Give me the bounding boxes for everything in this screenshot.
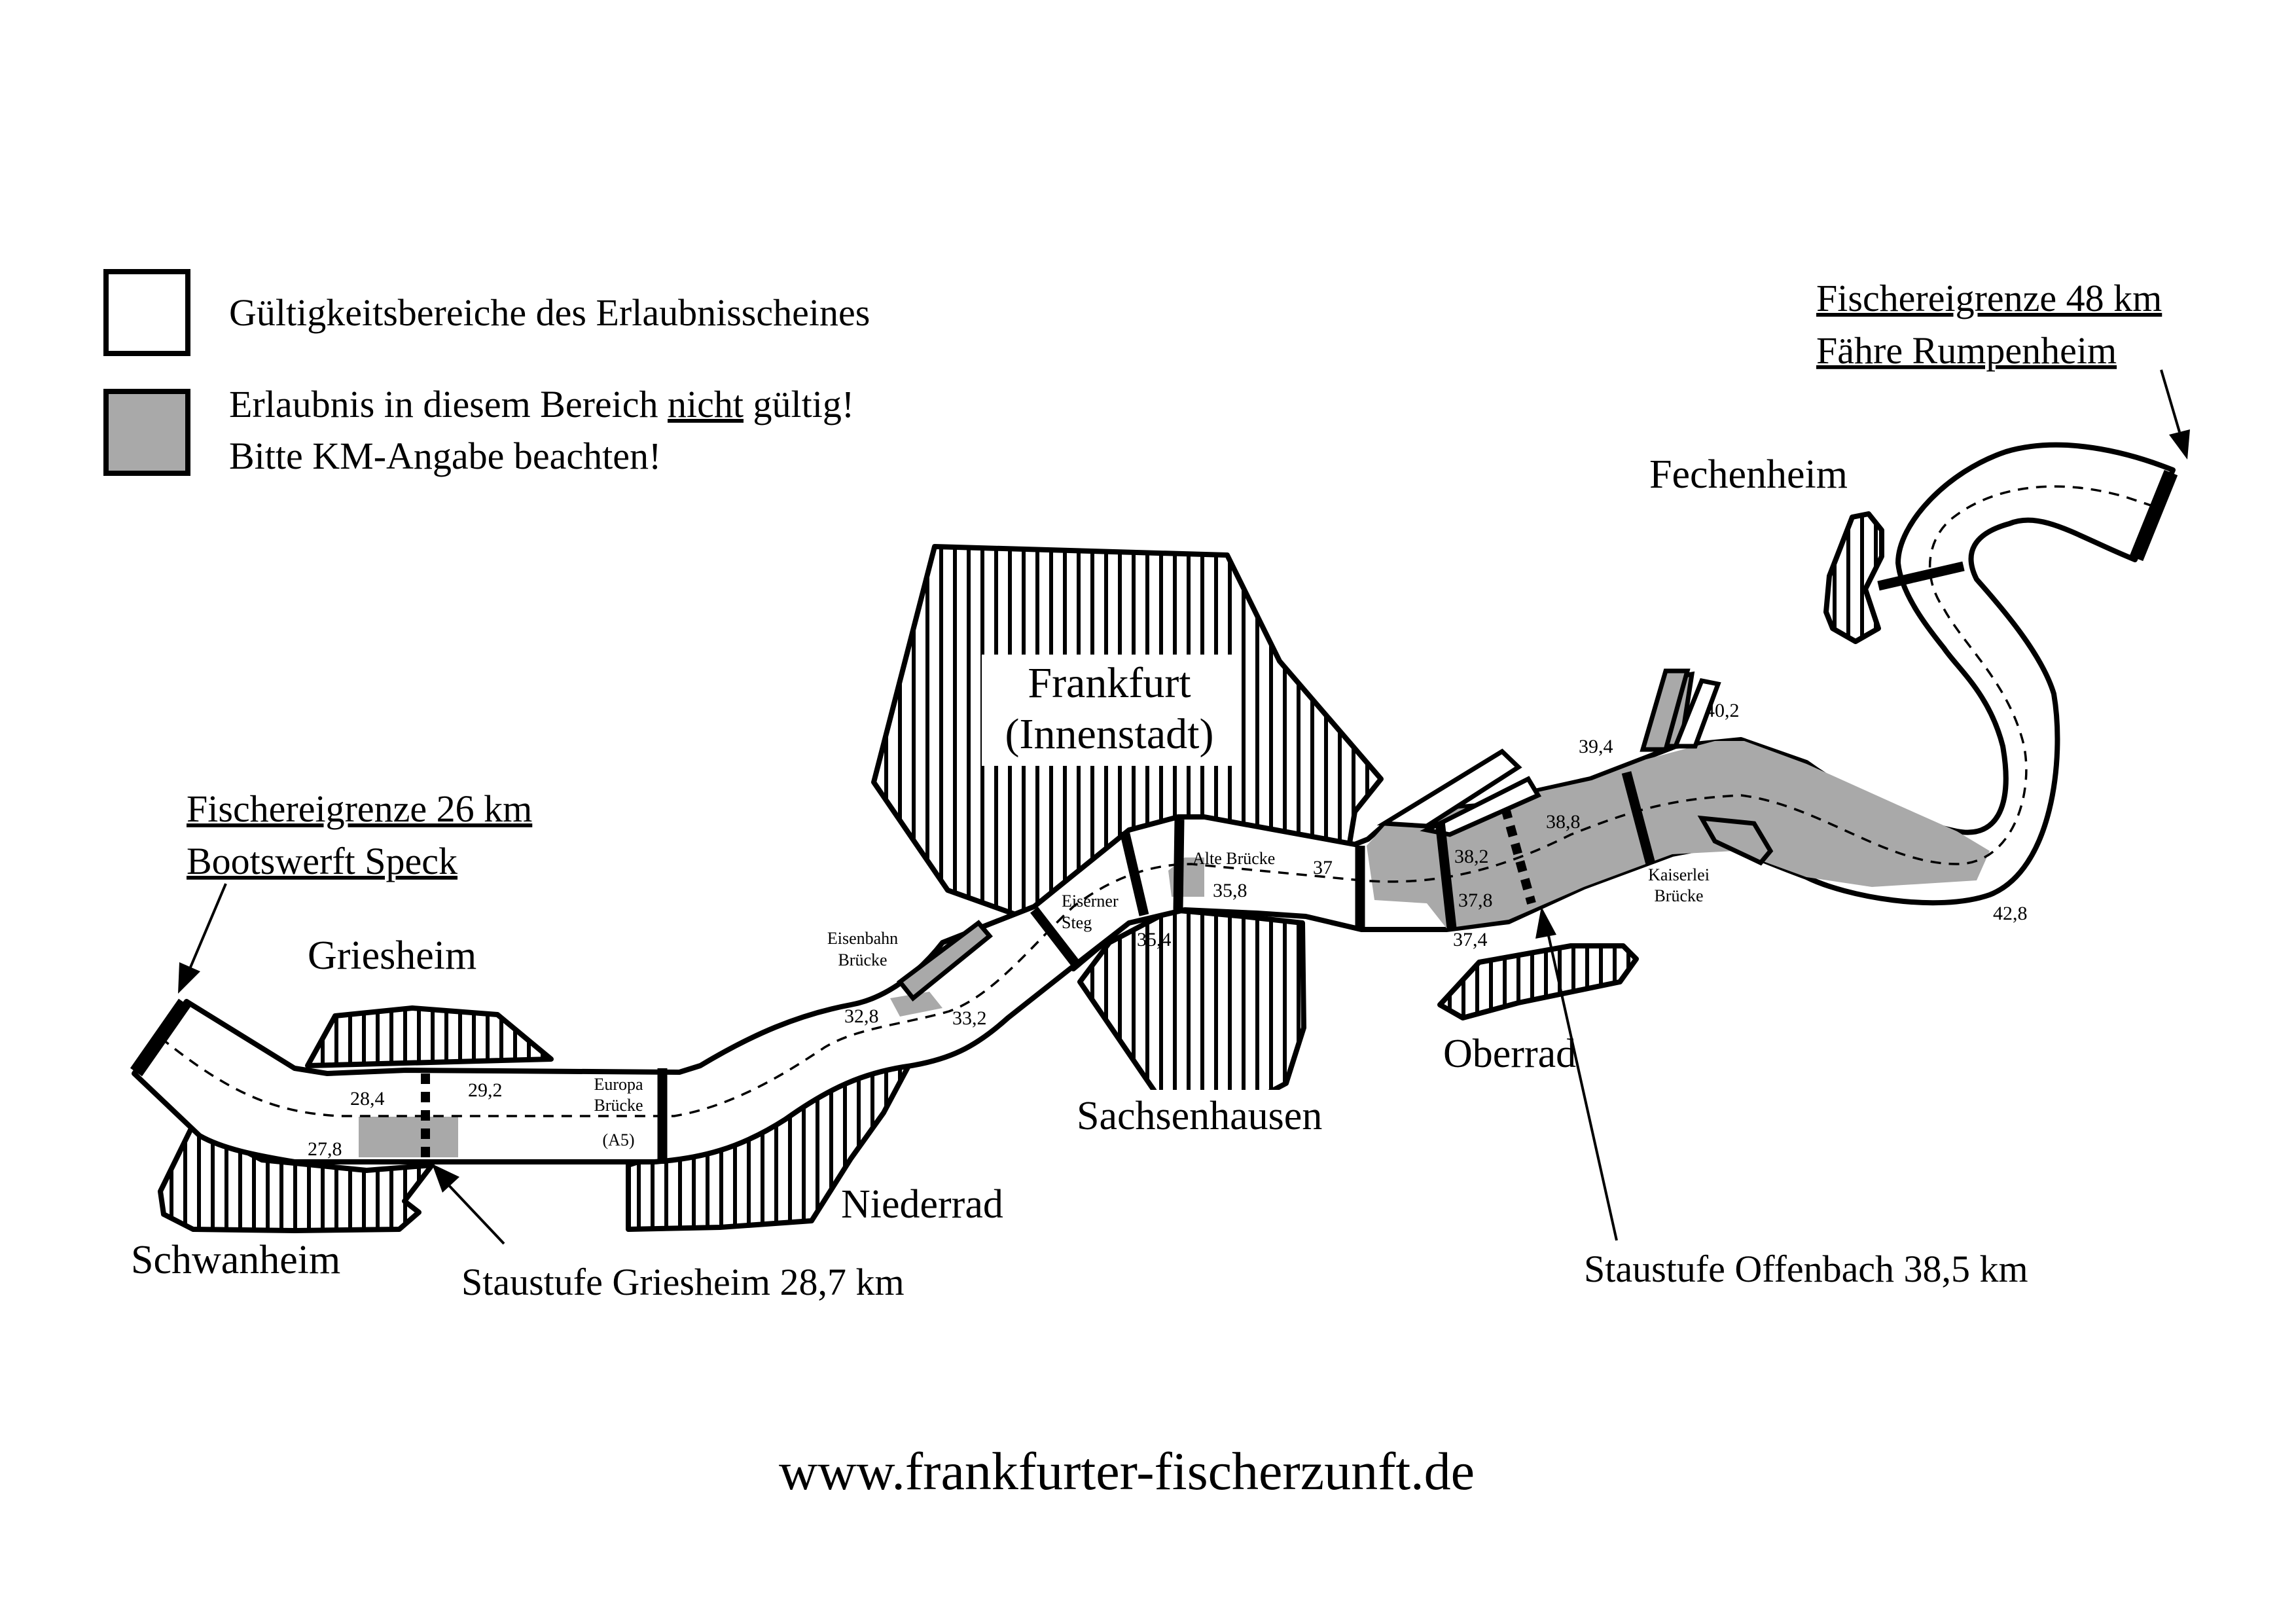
bridge-europa-3: (A5) xyxy=(602,1130,634,1149)
bridge-labels: Europa Brücke (A5) Eisenbahn Brücke Eise… xyxy=(594,849,1709,1149)
km-37-4: 37,4 xyxy=(1453,929,1488,950)
website-url[interactable]: www.frankfurter-fischerzunft.de xyxy=(779,1441,1475,1501)
bridge-kaiserlei-2: Brücke xyxy=(1654,886,1703,905)
place-oberrad: Oberrad xyxy=(1443,1032,1576,1076)
place-sachsenhausen: Sachsenhausen xyxy=(1077,1094,1322,1138)
area-sachsenhausen xyxy=(1077,907,1306,1119)
legend-invalid-line1-c: gültig! xyxy=(744,383,854,425)
dam-griesheim-label: Staustufe Griesheim 28,7 km xyxy=(461,1261,905,1303)
arrow-east-limit-head xyxy=(2169,429,2190,460)
bridge-bars xyxy=(130,469,2178,1164)
km-33-2: 33,2 xyxy=(952,1007,987,1029)
arrow-offenbach-dam-head xyxy=(1535,907,1556,939)
place-frankfurt: Frankfurt xyxy=(1028,659,1191,707)
bridge-eiserner-1: Eiserner xyxy=(1062,892,1119,911)
dam-offenbach-label: Staustufe Offenbach 38,5 km xyxy=(1584,1248,2028,1290)
arrow-griesheim-dam xyxy=(447,1183,505,1245)
bridge-kaiserlei-bar xyxy=(1621,771,1656,865)
frankfurt-label-bg xyxy=(982,655,1237,766)
arrow-offenbach-dam xyxy=(1547,932,1618,1241)
dam-offenbach-line xyxy=(1501,807,1536,905)
legend-invalid-line1: Erlaubnis in diesem Bereich nicht gültig… xyxy=(229,383,854,425)
area-schwanheim xyxy=(158,1122,435,1233)
limit-west-line2: Bootswerft Speck xyxy=(187,840,457,882)
legend-invalid-nicht: nicht xyxy=(668,383,744,425)
arrow-west-limit xyxy=(188,883,227,969)
km-37-8: 37,8 xyxy=(1458,890,1493,911)
arrow-griesheim-dam-head xyxy=(432,1164,459,1193)
sachsenhausen-label-bg xyxy=(1073,1090,1348,1142)
km-markers: 27,8 28,4 29,2 32,8 33,2 35,4 35,8 37 37… xyxy=(308,700,2028,1160)
bridge-europa-1: Europa xyxy=(594,1075,643,1094)
legend: Gültigkeitsbereiche des Erlaubnisscheine… xyxy=(103,269,870,477)
place-niederrad: Niederrad xyxy=(841,1182,1003,1227)
place-griesheim: Griesheim xyxy=(308,933,476,978)
harbor-east-arm-1 xyxy=(1640,668,1691,752)
bridge-eisenbahn-1: Eisenbahn xyxy=(827,929,898,948)
legend-invalid-swatch xyxy=(103,389,190,476)
km-27-8: 27,8 xyxy=(308,1138,342,1160)
km-35-4: 35,4 xyxy=(1137,929,1172,950)
km-40-2: 40,2 xyxy=(1705,700,1740,721)
place-labels: Griesheim Schwanheim Niederrad Frankfurt… xyxy=(131,452,1848,1282)
legend-invalid-line1-a: Erlaubnis in diesem Bereich xyxy=(229,383,668,425)
km-28-4: 28,4 xyxy=(350,1088,385,1110)
km-38-8: 38,8 xyxy=(1546,811,1581,833)
place-schwanheim: Schwanheim xyxy=(131,1238,340,1282)
harbor-eisenbahn-arm xyxy=(897,920,993,1001)
legend-valid-swatch xyxy=(103,269,190,356)
harbor-kaiserlei-arm xyxy=(1697,815,1774,866)
bridge-37-8-bar xyxy=(1435,821,1457,929)
bridge-eiserner-2: Steg xyxy=(1062,913,1092,932)
limit-west-line1: Fischereigrenze 26 km xyxy=(187,787,532,830)
km-38-2: 38,2 xyxy=(1454,846,1489,867)
km-29-2: 29,2 xyxy=(468,1079,503,1101)
bridge-eiserner-bar xyxy=(1030,907,1083,971)
area-oberrad xyxy=(1437,943,1639,1020)
place-fechenheim: Fechenheim xyxy=(1649,452,1848,497)
km-42-8: 42,8 xyxy=(1993,903,2028,924)
legend-invalid-line2: Bitte KM-Angabe beachten! xyxy=(229,435,661,477)
bridge-fechenheim-bar xyxy=(1877,561,1965,591)
dam-labels: Staustufe Griesheim 28,7 km Staustufe Of… xyxy=(461,1248,2028,1303)
arrow-west-limit-head xyxy=(178,962,200,994)
zone-griesheim xyxy=(359,1117,458,1157)
legend-valid-label: Gültigkeitsbereiche des Erlaubnisscheine… xyxy=(229,291,870,334)
km-37: 37 xyxy=(1313,857,1333,878)
bridge-alte-bar-1 xyxy=(1119,830,1149,916)
km-32-8: 32,8 xyxy=(844,1005,879,1027)
harbor-oberrad-arm-1 xyxy=(1376,748,1522,829)
bridge-alte: Alte Brücke xyxy=(1193,849,1275,868)
harbors xyxy=(897,668,1774,1001)
place-innenstadt: (Innenstadt) xyxy=(1005,710,1214,758)
bridge-alte-bar-2 xyxy=(1173,819,1185,911)
area-fechenheim xyxy=(1823,511,1884,644)
limit-west-bar xyxy=(130,998,191,1077)
arrows xyxy=(178,369,2190,1245)
bridge-eisenbahn-2: Brücke xyxy=(838,950,887,969)
bridge-europa-2: Brücke xyxy=(594,1096,643,1115)
limit-east-line1: Fischereigrenze 48 km xyxy=(1816,277,2162,319)
zone-eisenbahn xyxy=(890,992,942,1017)
km-39-4: 39,4 xyxy=(1579,736,1613,757)
area-griesheim xyxy=(305,1005,554,1068)
arrow-east-limit xyxy=(2160,369,2181,433)
limit-labels: Fischereigrenze 26 km Bootswerft Speck F… xyxy=(187,277,2162,882)
river-centerline xyxy=(159,485,2157,1117)
limit-east-bar xyxy=(2129,469,2178,562)
harbor-east-arm-2 xyxy=(1672,677,1721,749)
limit-east-line2: Fähre Rumpenheim xyxy=(1816,329,2117,372)
bridge-kaiserlei-1: Kaiserlei xyxy=(1648,865,1710,884)
km-35-8: 35,8 xyxy=(1213,880,1247,901)
